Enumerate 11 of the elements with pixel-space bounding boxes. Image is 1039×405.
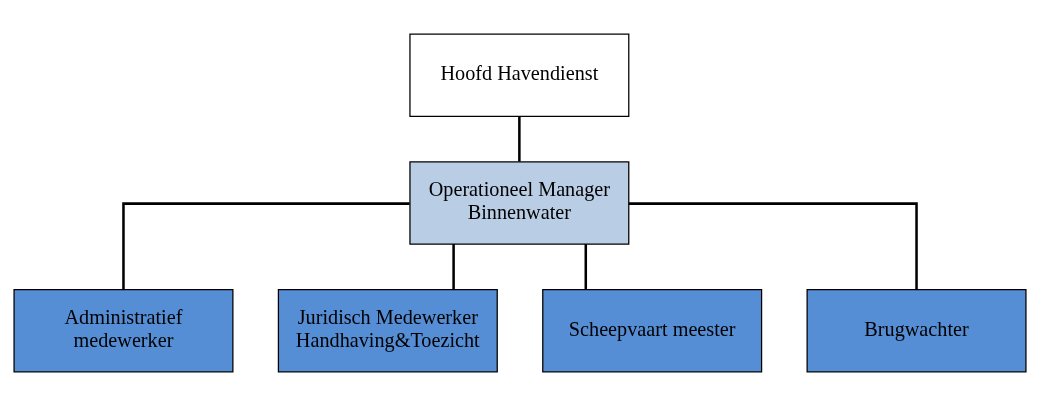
connector [517,115,521,161]
node-box: Administratief medewerker [12,288,233,372]
node-box: Scheepvaart meester [541,288,762,372]
node-box: Juridisch Medewerker Handhaving&Toezicht [277,288,498,372]
node-box: Operationeel Manager Binnenwater [408,160,629,245]
connector [121,201,410,289]
connector [451,243,455,289]
node-box: Brugwachter [806,288,1027,372]
node-box: Hoofd Havendienst [408,33,629,117]
connector [628,201,918,289]
connector [584,243,587,289]
